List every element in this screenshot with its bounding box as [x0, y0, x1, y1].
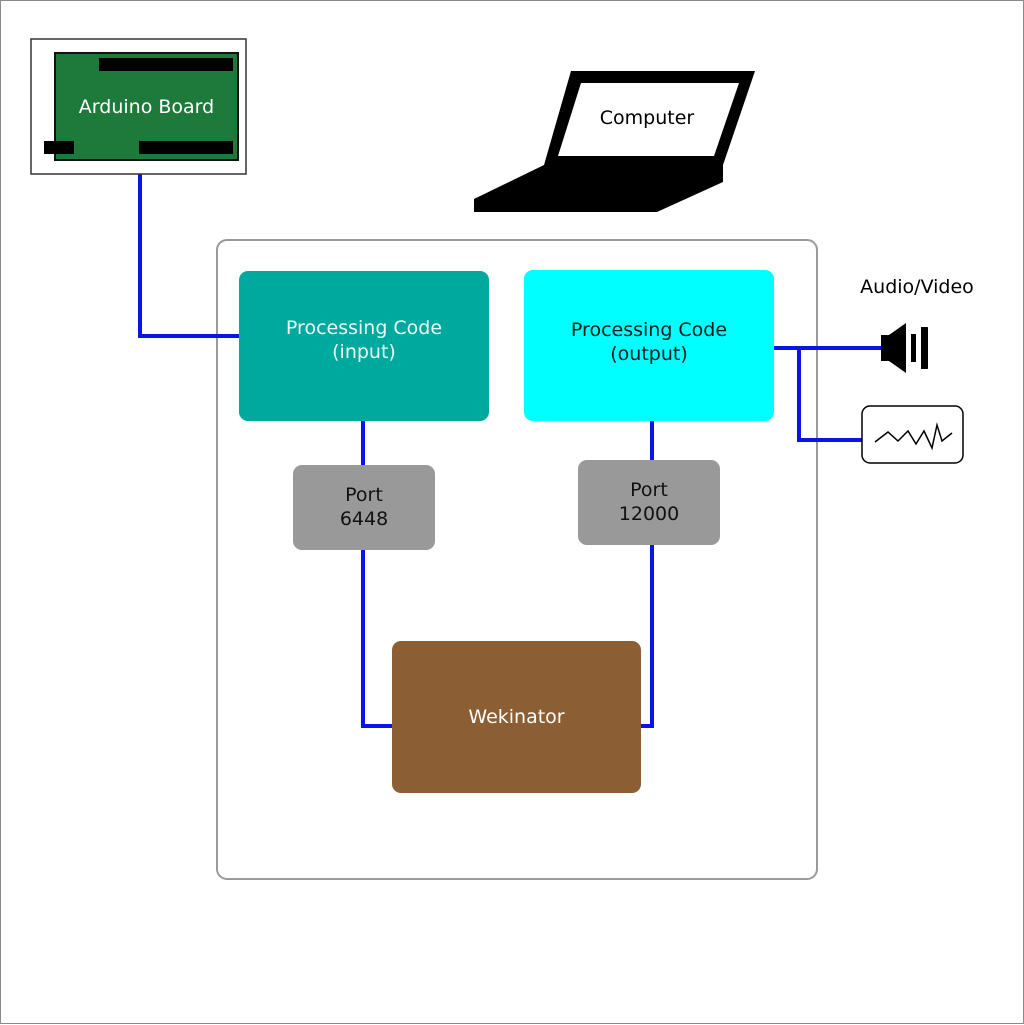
computer-label-text: Computer — [599, 107, 695, 130]
port-input-label: Port 6448 — [293, 475, 435, 541]
wekinator-label: Wekinator — [392, 699, 641, 737]
waveform-icon — [861, 405, 964, 464]
processing-output-line1: Processing Code — [570, 319, 728, 342]
connector-port6448-to-wekinator — [361, 549, 393, 728]
port-input-line2: 6448 — [339, 508, 389, 530]
laptop-icon — [474, 71, 755, 212]
processing-input-label: Processing Code (input) — [239, 301, 489, 381]
port-output-line1: Port — [630, 479, 668, 502]
wekinator-box — [392, 641, 641, 793]
connector-port12000-to-wekinator — [639, 544, 654, 728]
processing-output-line2: (output) — [610, 343, 688, 365]
connectors — [138, 173, 881, 728]
audio-video-label-text: Audio/Video — [860, 276, 974, 299]
port-input-box — [293, 465, 435, 550]
port-output-line2: 12000 — [618, 503, 680, 525]
wekinator-label-text: Wekinator — [468, 706, 565, 729]
computer-label: Computer — [581, 101, 713, 137]
port-output-label: Port 12000 — [578, 470, 720, 536]
processing-input-box — [239, 271, 489, 421]
port-input-line1: Port — [345, 484, 383, 507]
processing-output-label: Processing Code (output) — [524, 303, 774, 383]
speaker-icon — [881, 323, 928, 373]
arduino-label: Arduino Board — [55, 89, 238, 127]
processing-input-line1: Processing Code — [285, 317, 443, 340]
arduino-label-text: Arduino Board — [78, 96, 215, 119]
processing-input-line2: (input) — [332, 341, 396, 363]
arduino-board-icon — [30, 38, 247, 175]
connector-arduino-to-input — [138, 173, 239, 338]
processing-output-box — [524, 270, 774, 421]
connector-output-to-waveform — [797, 348, 863, 442]
audio-video-label: Audio/Video — [839, 269, 995, 307]
port-output-box — [578, 460, 720, 545]
